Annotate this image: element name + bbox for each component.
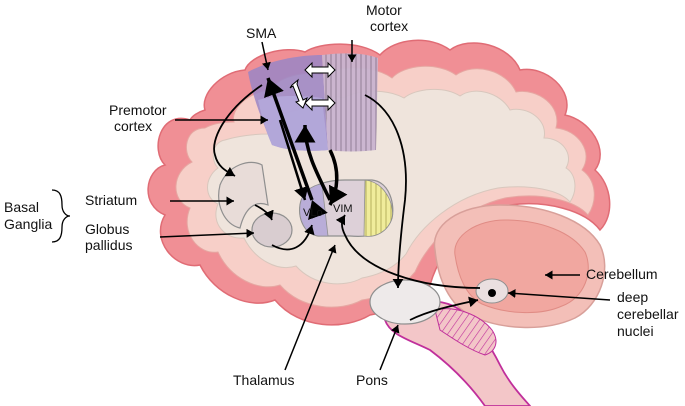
arrow-premotor-vlo <box>278 119 309 201</box>
label-motor-cortex-2: cortex <box>370 18 408 34</box>
pons-shape <box>369 279 441 325</box>
arrow-gp-vlo <box>271 224 315 251</box>
pathway-arrows <box>213 77 481 321</box>
label-cerebellum: Cerebellum <box>586 266 658 282</box>
cortical-interaction-arrows <box>289 61 336 112</box>
arrow-vim-motor <box>294 124 332 201</box>
basal-ganglia-brace <box>51 189 71 243</box>
pointer-sma <box>261 41 271 71</box>
deep-cerebellar-nuclei-dot <box>488 289 496 297</box>
label-vim: VIM <box>333 203 353 215</box>
label-basal-1: Basal <box>4 199 39 215</box>
label-sma: SMA <box>246 25 277 41</box>
label-premotor-1: Premotor <box>109 102 167 118</box>
arrow-nuclei-vim <box>335 214 481 289</box>
arrow-sma-striatum <box>213 84 263 177</box>
pointer-nuclei <box>507 289 611 301</box>
pointer-pons <box>379 324 400 371</box>
motor-cortex-region <box>322 53 378 152</box>
label-nuclei-1: deep <box>617 289 648 305</box>
label-pons: Pons <box>356 372 388 388</box>
label-premotor-2: cortex <box>114 118 152 134</box>
arrow-motor-vim <box>328 149 348 206</box>
arrow-vlo-sma <box>264 77 328 221</box>
label-nuclei-3: nuclei <box>617 323 654 339</box>
label-motor-cortex-1: Motor <box>366 2 402 18</box>
label-basal-2: Ganglia <box>4 216 52 232</box>
label-striatum: Striatum <box>85 192 137 208</box>
white-arrow-sma-motor <box>304 61 336 79</box>
label-globus-2: pallidus <box>85 237 132 253</box>
label-thalamus: Thalamus <box>233 372 294 388</box>
vim-yellow-region <box>363 179 393 237</box>
label-globus-1: Globus <box>85 221 129 237</box>
pointer-thalamus <box>284 244 337 371</box>
label-pointer-lines <box>159 40 611 371</box>
white-arrow-premotor-motor <box>304 94 336 112</box>
striatum-shape <box>218 161 269 229</box>
brainstem <box>383 300 532 406</box>
pointer-globus <box>159 228 255 238</box>
arrow-pons-nuclei <box>409 296 479 321</box>
label-nuclei-2: cerebellar <box>617 306 679 322</box>
white-arrow-sma-premotor <box>289 78 308 109</box>
brainstem-fibers <box>434 308 497 356</box>
label-vlo: VLo <box>303 207 323 219</box>
arrow-motor-pons <box>364 94 407 289</box>
